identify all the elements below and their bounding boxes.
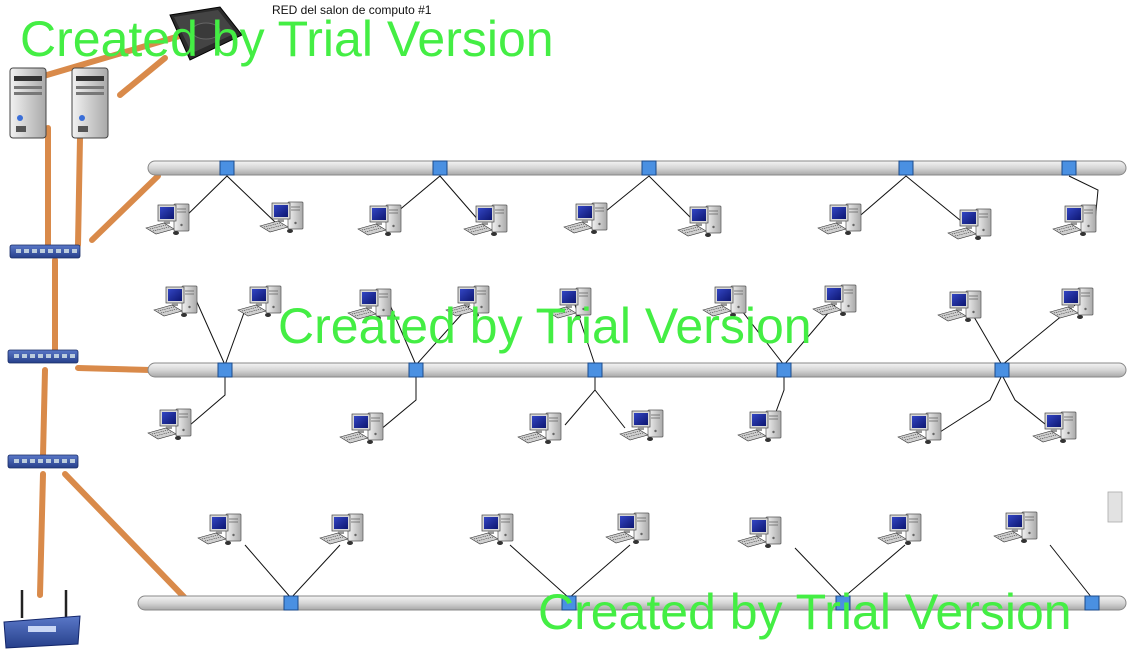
workstation-icon [1052,204,1097,237]
modem-icon [169,6,243,61]
workstation-icon [237,285,282,318]
server-icon [9,67,47,139]
switch-icon [9,244,81,259]
workstation-icon [469,513,514,546]
workstation-icon [702,285,747,318]
workstation-icon [347,288,392,321]
workstation-icon [197,513,242,546]
bus-backbone-3 [137,595,1127,611]
device-edge-icon [1107,491,1123,523]
workstation-icon [993,511,1038,544]
workstation-icon [947,208,992,241]
workstation-icon [145,203,190,236]
workstation-icon [877,513,922,546]
workstation-icon [445,285,490,318]
workstation-icon [812,284,857,317]
workstation-icon [817,203,862,236]
trunk-cables [27,27,203,601]
bus-backbone-2 [147,362,1127,378]
workstation-icon [677,205,722,238]
workstation-icon [319,513,364,546]
bus-connectors [217,160,1100,611]
workstation-icon [463,204,508,237]
diagram-title: RED del salon de computo #1 [272,3,432,17]
server-icon [71,67,109,139]
workstation-icon [339,412,384,445]
workstation-icon [605,512,650,545]
workstation-icon [937,290,982,323]
workstation-icon [563,202,608,235]
workstation-icon [1049,287,1094,320]
switch-icon [7,454,79,469]
router-icon [3,590,81,649]
workstation-icon [547,287,592,320]
workstation-icon [357,204,402,237]
workstation-icon [897,412,942,445]
workstation-icon [153,285,198,318]
workstation-icon [737,410,782,443]
workstation-icon [259,201,304,234]
workstation-icon [517,412,562,445]
bus-backbone-1 [147,160,1127,176]
workstation-icon [1032,411,1077,444]
workstation-icon [147,408,192,441]
switch-icon [7,349,79,364]
workstation-icon [737,516,782,549]
workstation-icon [619,409,664,442]
